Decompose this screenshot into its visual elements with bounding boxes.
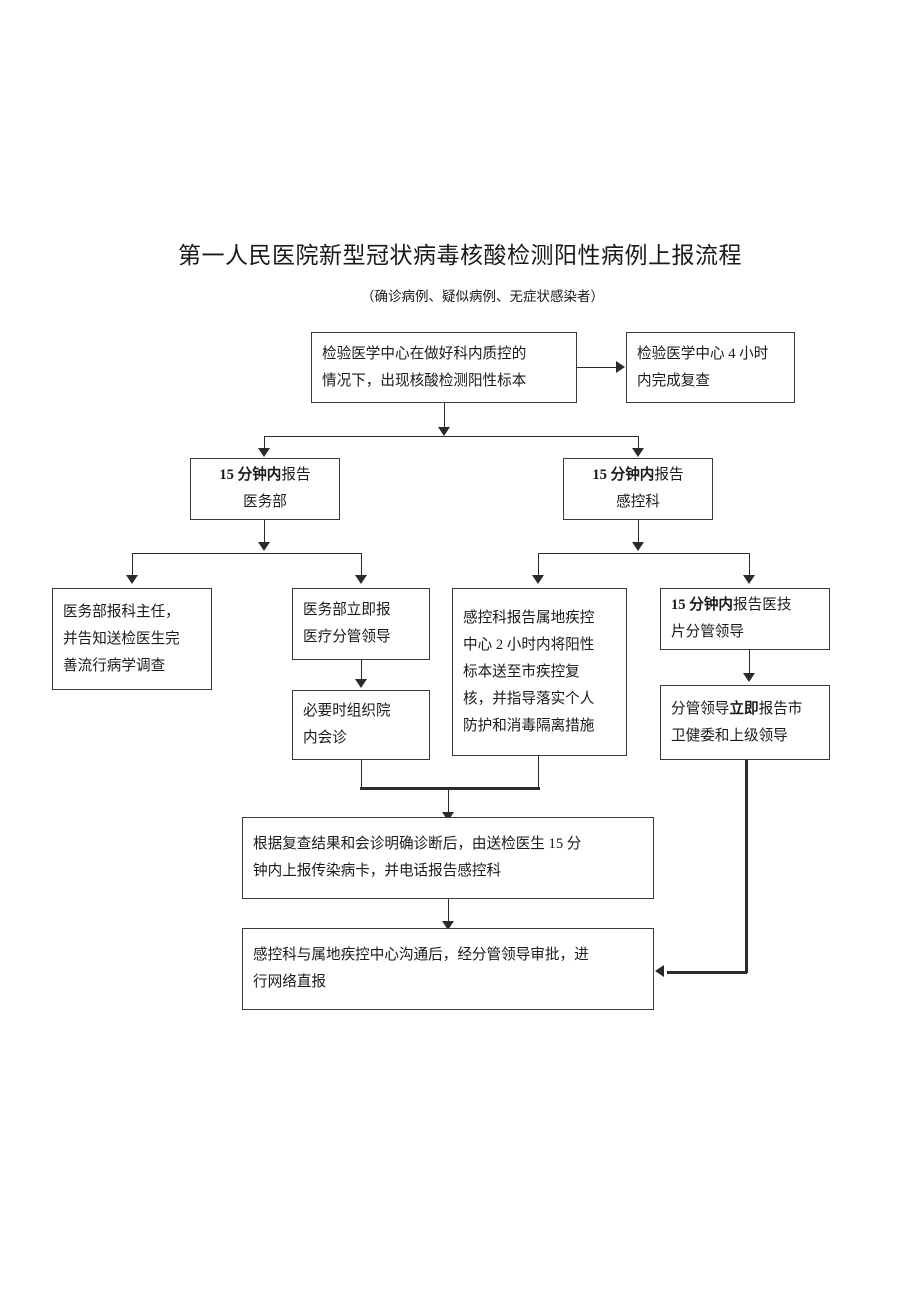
node-report-medical-leader[interactable]: 医务部立即报 医疗分管领导 — [292, 588, 430, 660]
node-notify-director-line-1: 医务部报科主任， — [63, 603, 180, 620]
node-report-medical-leader-line-1: 医务部立即报 — [303, 602, 391, 618]
arrow-to-commission-icon — [743, 673, 755, 682]
node-leader-report-commission-line-1: 分管领导立即报告市 — [671, 696, 819, 723]
node-infection-control-cdc-line-3: 标本送至市疾控复 — [463, 663, 580, 680]
connector-to-tech-leader — [749, 553, 750, 577]
arrow-to-tech-leader-icon — [743, 575, 755, 584]
node-report-medical-leader-line-2: 医疗分管领导 — [303, 629, 391, 645]
connector-to-director — [132, 553, 133, 577]
arrow-to-card-icon — [442, 812, 454, 821]
arrow-to-recheck-icon — [616, 361, 625, 373]
node-report-infection-control-line-2: 感控科 — [616, 494, 660, 510]
node-network-direct-report-line-1: 感控科与属地疾控中心沟通后，经分管领导审批，进 — [253, 947, 589, 963]
node-lab-recheck-line-1: 检验医学中心 4 小时 — [637, 345, 769, 362]
node-report-medical-affairs[interactable]: 15 分钟内报告 医务部 — [190, 458, 340, 520]
connector-to-cdc-box — [538, 553, 539, 577]
node-infection-control-cdc-line-5: 防护和消毒隔离措施 — [463, 717, 595, 734]
connector-split-right — [638, 436, 639, 450]
node-report-infection-control-line-1: 15 分钟内报告 — [574, 462, 702, 489]
node-hospital-consultation-line-2: 内会诊 — [303, 730, 347, 746]
arrow-to-network-icon — [442, 921, 454, 930]
node-leader-report-commission-line-2: 卫健委和上级领导 — [671, 727, 788, 744]
node-report-infection-control[interactable]: 15 分钟内报告 感控科 — [563, 458, 713, 520]
node-hospital-consultation-line-1: 必要时组织院 — [303, 703, 391, 719]
arrow-to-cdc-box-icon — [532, 575, 544, 584]
deadline-badge-15min: 15 分钟内 — [219, 467, 282, 483]
node-notify-director-line-2: 并告知送检医生完 — [63, 630, 180, 647]
connector-card-to-network — [448, 899, 449, 925]
arrow-to-medical-affairs-icon — [258, 448, 270, 457]
node-report-tech-leader-line-1: 15 分钟内报告医技 — [671, 592, 819, 619]
node-report-tech-leader-line-2: 片分管领导 — [671, 624, 744, 640]
node-report-infection-control-line-1-rest: 报告 — [654, 467, 684, 483]
split-bar-infection-control — [538, 553, 750, 554]
node-report-medical-affairs-line-1-rest: 报告 — [281, 467, 311, 483]
arrow-to-director-icon — [126, 575, 138, 584]
arrow-to-consultation-icon — [355, 679, 367, 688]
node-lab-recheck-line-2: 内完成复查 — [637, 372, 710, 389]
arrow-to-medical-leader-icon — [355, 575, 367, 584]
arrow-to-infection-control-icon — [632, 448, 644, 457]
node-lab-positive-line-2: 情况下，出现核酸检测阳性标本 — [322, 372, 527, 389]
connector-tech-leader-to-commission — [749, 650, 750, 676]
node-network-direct-report-line-2: 行网络直报 — [253, 974, 326, 990]
arrow-medical-affairs-down-icon — [258, 542, 270, 551]
node-report-medical-affairs-line-2: 医务部 — [243, 494, 287, 510]
node-lab-recheck[interactable]: 检验医学中心 4 小时 内完成复查 — [626, 332, 795, 403]
connector-lab-down — [444, 403, 445, 435]
connector-commission-down-thick — [745, 760, 748, 973]
node-leader-report-commission[interactable]: 分管领导立即报告市 卫健委和上级领导 — [660, 685, 830, 760]
urgency-badge-immediate: 立即 — [729, 700, 759, 717]
connector-commission-left-thick — [667, 971, 747, 974]
page-subtitle: （确诊病例、疑似病例、无症状感染者） — [361, 289, 604, 304]
node-infectious-disease-card-line-1: 根据复查结果和会诊明确诊断后，由送检医生 15 分 — [253, 836, 582, 852]
node-infection-control-cdc-line-2: 中心 2 小时内将阳性 — [463, 636, 595, 653]
node-lab-positive-line-1: 检验医学中心在做好科内质控的 — [322, 345, 527, 362]
arrow-into-network-icon — [655, 965, 664, 977]
node-lab-positive[interactable]: 检验医学中心在做好科内质控的 情况下，出现核酸检测阳性标本 — [311, 332, 577, 403]
merge-bar-to-card — [360, 787, 540, 790]
node-network-direct-report[interactable]: 感控科与属地疾控中心沟通后，经分管领导审批，进 行网络直报 — [242, 928, 654, 1010]
deadline-badge-15min: 15 分钟内 — [671, 597, 734, 613]
connector-cdc-down — [538, 756, 539, 788]
node-notify-director[interactable]: 医务部报科主任， 并告知送检医生完 善流行病学调查 — [52, 588, 212, 690]
node-leader-report-commission-line-1-pre: 分管领导 — [671, 700, 730, 717]
arrow-lab-down-icon — [438, 427, 450, 436]
node-report-tech-leader-line-1-rest: 报告医技 — [733, 597, 792, 613]
node-infection-control-cdc-line-1: 感控科报告属地疾控 — [463, 609, 595, 626]
node-leader-report-commission-line-1-post: 报告市 — [758, 700, 803, 717]
connector-medical-leader-to-consultation — [361, 660, 362, 682]
node-infectious-disease-card[interactable]: 根据复查结果和会诊明确诊断后，由送检医生 15 分 钟内上报传染病卡，并电话报告… — [242, 817, 654, 899]
node-infectious-disease-card-line-2: 钟内上报传染病卡，并电话报告感控科 — [253, 863, 502, 879]
connector-to-medical-leader — [361, 553, 362, 577]
connector-infection-control-down — [638, 520, 639, 546]
connector-consultation-down — [361, 760, 362, 788]
page-title: 第一人民医院新型冠状病毒核酸检测阳性病例上报流程 — [178, 243, 742, 268]
node-infection-control-cdc-line-4: 核，并指导落实个人 — [463, 690, 595, 707]
split-bar-row2 — [264, 436, 639, 437]
node-infection-control-cdc[interactable]: 感控科报告属地疾控 中心 2 小时内将阳性 标本送至市疾控复 核，并指导落实个人… — [452, 588, 627, 756]
connector-medical-affairs-down — [264, 520, 265, 546]
arrow-infection-control-down-icon — [632, 542, 644, 551]
node-hospital-consultation[interactable]: 必要时组织院 内会诊 — [292, 690, 430, 760]
node-report-tech-leader[interactable]: 15 分钟内报告医技 片分管领导 — [660, 588, 830, 650]
connector-split-left — [264, 436, 265, 450]
split-bar-medical-affairs — [132, 553, 362, 554]
node-notify-director-line-3: 善流行病学调查 — [63, 657, 166, 674]
connector-lab-to-recheck — [575, 367, 617, 368]
node-report-medical-affairs-line-1: 15 分钟内报告 — [201, 462, 329, 489]
deadline-badge-15min: 15 分钟内 — [592, 467, 655, 483]
connector-merge-to-card — [448, 787, 449, 817]
